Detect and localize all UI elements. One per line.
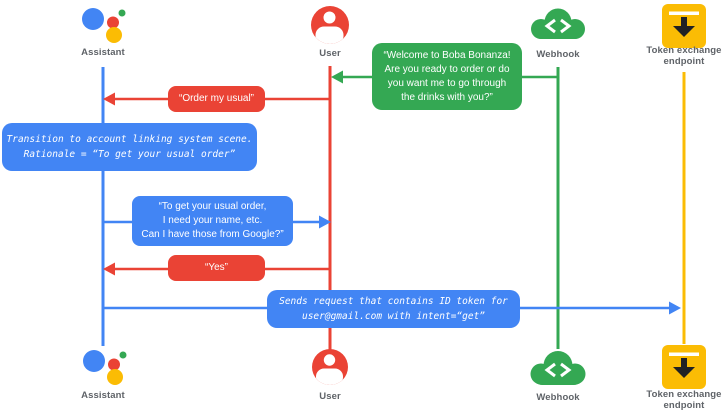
google-assistant-icon bbox=[83, 350, 127, 385]
yes-arrowhead-left-icon bbox=[103, 262, 115, 276]
note-transition-account-linking: Transition to account linking system sce… bbox=[2, 123, 257, 171]
welcome-arrowhead-left-icon bbox=[331, 70, 343, 84]
message-welcome-bubble: “Welcome to Boba Bonanza! Are you ready … bbox=[372, 43, 522, 110]
token-endpoint-inbox-icon bbox=[662, 345, 706, 389]
token-endpoint-inbox-icon bbox=[662, 4, 706, 48]
webhook-label: Webhook bbox=[536, 49, 580, 60]
webhook-cloud-icon bbox=[531, 8, 585, 39]
assistant-label: Assistant bbox=[81, 47, 125, 58]
webhook-cloud-icon bbox=[530, 351, 586, 385]
sends-arrowhead-right-icon bbox=[669, 301, 681, 315]
user-label: User bbox=[319, 48, 341, 59]
order-arrowhead-left-icon bbox=[103, 92, 115, 106]
user-account-icon bbox=[311, 6, 349, 44]
assistant-label: Assistant bbox=[81, 390, 125, 401]
google-assistant-icon bbox=[82, 8, 126, 43]
user-account-icon bbox=[312, 349, 348, 385]
user-label: User bbox=[319, 391, 341, 402]
token-endpoint-label: Token exchange endpoint bbox=[646, 389, 722, 411]
message-order-my-usual-bubble: “Order my usual” bbox=[168, 86, 265, 112]
token-endpoint-label: Token exchange endpoint bbox=[646, 45, 722, 67]
message-ask-permission-bubble: “To get your usual order, I need your na… bbox=[132, 196, 293, 246]
ask-arrowhead-right-icon bbox=[319, 215, 331, 229]
webhook-label: Webhook bbox=[536, 392, 580, 403]
note-sends-id-token-request: Sends request that contains ID token for… bbox=[267, 290, 520, 328]
message-yes-bubble: “Yes” bbox=[168, 255, 265, 281]
